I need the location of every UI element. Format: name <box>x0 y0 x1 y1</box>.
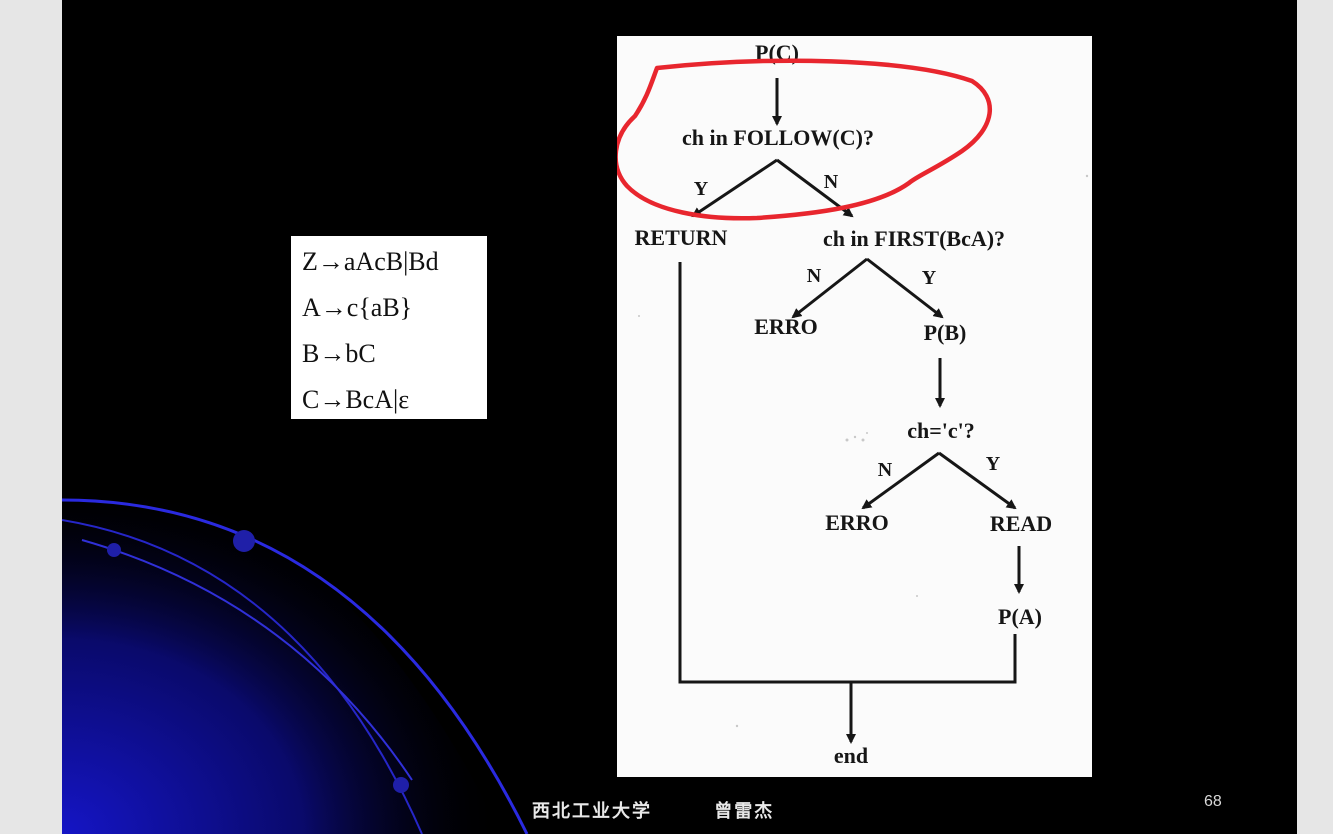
node-call-a: P(A) <box>998 604 1042 629</box>
node-error-2: ERRO <box>825 510 889 535</box>
node-read: READ <box>990 511 1052 536</box>
edge-first-no <box>791 257 868 319</box>
footer: 西北工业大学 曾雷杰 <box>532 797 774 823</box>
grammar-rule-a: A→c{aB} <box>302 293 413 322</box>
label-char-yes: Y <box>986 453 1001 475</box>
label-first-no: N <box>807 265 822 287</box>
grammar-rule-b: B→bC <box>302 339 376 368</box>
annotation-circle <box>613 58 993 221</box>
label-follow-no: N <box>824 171 839 193</box>
flowchart-figure: P(C) ch in FOLLOW(C)? Y N RETURN ch in F… <box>613 36 1092 777</box>
label-char-no: N <box>878 459 893 481</box>
flowchart: P(C) ch in FOLLOW(C)? Y N RETURN ch in F… <box>613 40 1089 768</box>
label-first-yes: Y <box>922 267 937 289</box>
decorative-swoosh <box>62 479 529 834</box>
page-number: 68 <box>1204 793 1222 810</box>
node-call-b: P(B) <box>924 320 967 345</box>
node-follow-test: ch in FOLLOW(C)? <box>682 125 874 150</box>
node-return: RETURN <box>635 225 728 250</box>
grammar-rule-c: C→BcA|ε <box>302 385 410 414</box>
label-follow-yes: Y <box>694 178 709 200</box>
grammar-box: Z→aAcB|Bd A→c{aB} B→bC C→BcA|ε <box>291 236 487 419</box>
node-end: end <box>834 743 868 768</box>
node-first-test: ch in FIRST(BcA)? <box>823 226 1005 251</box>
merge-lines <box>678 262 1017 684</box>
edge-first-yes <box>866 257 944 319</box>
footer-author: 曾雷杰 <box>714 801 775 822</box>
slide: Z→aAcB|Bd A→c{aB} B→bC C→BcA|ε <box>62 0 1297 834</box>
node-error-1: ERRO <box>754 314 818 339</box>
print-noise <box>638 174 1089 728</box>
edge-char-no <box>861 451 940 510</box>
edge-follow-yes <box>691 158 778 218</box>
node-char-test: ch='c'? <box>907 418 975 443</box>
grammar-rule-z: Z→aAcB|Bd <box>302 247 439 276</box>
edge-char-yes <box>938 451 1017 510</box>
footer-institution: 西北工业大学 <box>532 801 652 822</box>
